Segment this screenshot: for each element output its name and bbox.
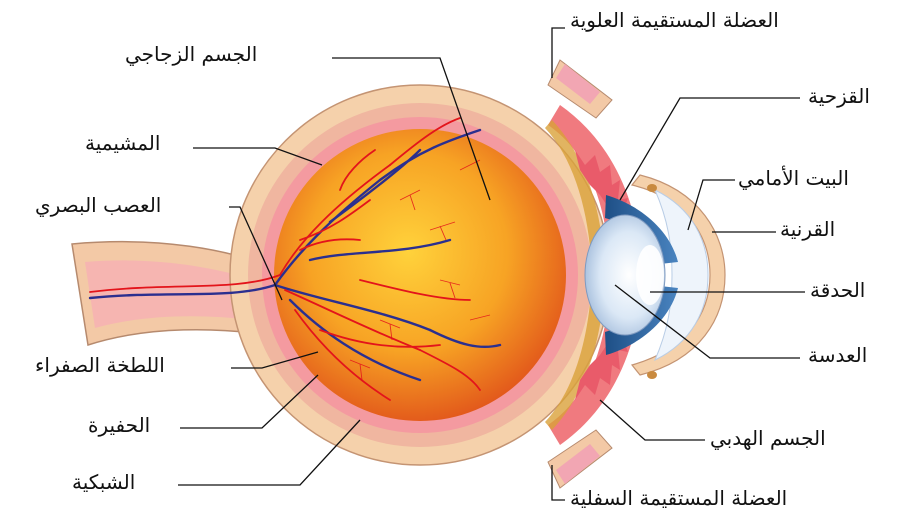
label-pupil: الحدقة xyxy=(810,280,865,300)
label-ciliary-body: الجسم الهدبي xyxy=(710,428,826,448)
label-iris: القزحية xyxy=(808,86,870,106)
label-anterior-chamber: البيت الأمامي xyxy=(738,168,849,188)
label-lens: العدسة xyxy=(808,345,867,365)
label-choroid: المشيمية xyxy=(85,133,160,153)
label-superior-rectus: العضلة المستقيمة العلوية xyxy=(570,10,779,30)
label-macula: اللطخة الصفراء xyxy=(35,355,165,375)
label-vitreous-body: الجسم الزجاجي xyxy=(125,44,257,64)
vitreous-body xyxy=(274,129,566,421)
label-fovea: الحفيرة xyxy=(88,415,150,435)
label-optic-nerve: العصب البصري xyxy=(35,195,161,215)
label-retina: الشبكية xyxy=(72,472,135,492)
label-inferior-rectus: العضلة المستقيمة السفلية xyxy=(570,488,787,508)
label-cornea: القرنية xyxy=(780,219,835,239)
